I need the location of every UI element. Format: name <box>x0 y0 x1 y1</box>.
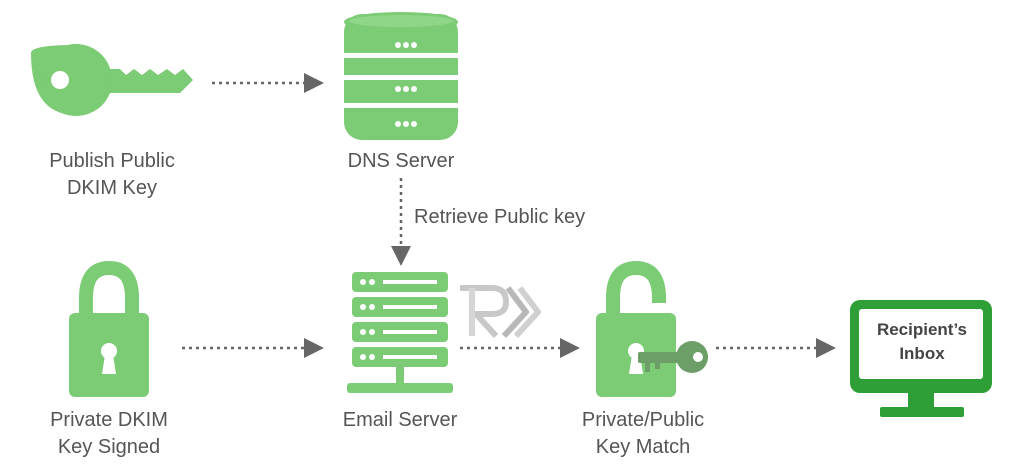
server-rack-icon <box>347 272 453 393</box>
padlock-open-with-key-icon <box>596 260 708 397</box>
private-key-label-line1: Private DKIM <box>50 409 168 431</box>
inbox-label-line2: Inbox <box>899 344 945 363</box>
monitor-icon <box>850 300 992 417</box>
rk-watermark-logo <box>460 285 541 339</box>
inbox-label-line1: Recipient’s <box>876 320 968 339</box>
dns-server-label: DNS Server <box>321 148 481 175</box>
retrieve-edge-label: Retrieve Public key <box>414 204 585 231</box>
retrieve-edge-label-text: Retrieve Public key <box>414 206 586 228</box>
email-server-label: Email Server <box>320 407 480 434</box>
key-match-label-line1: Private/Public <box>581 409 705 431</box>
private-key-label-line2: Key Signed <box>57 436 161 458</box>
dns-server-label-text: DNS Server <box>347 150 455 172</box>
private-key-label: Private DKIM Key Signed <box>34 407 184 461</box>
publish-key-label-line1: Publish Public <box>49 150 175 172</box>
publish-key-label: Publish Public DKIM Key <box>32 148 192 202</box>
publish-key-label-line2: DKIM Key <box>66 177 158 199</box>
inbox-label: Recipient’s Inbox <box>866 318 978 366</box>
key-match-label-line2: Key Match <box>595 436 691 458</box>
key-match-label: Private/Public Key Match <box>563 407 723 461</box>
database-icon <box>344 12 458 140</box>
padlock-closed-icon <box>69 260 149 397</box>
email-server-label-text: Email Server <box>342 409 458 431</box>
key-icon <box>31 44 193 116</box>
